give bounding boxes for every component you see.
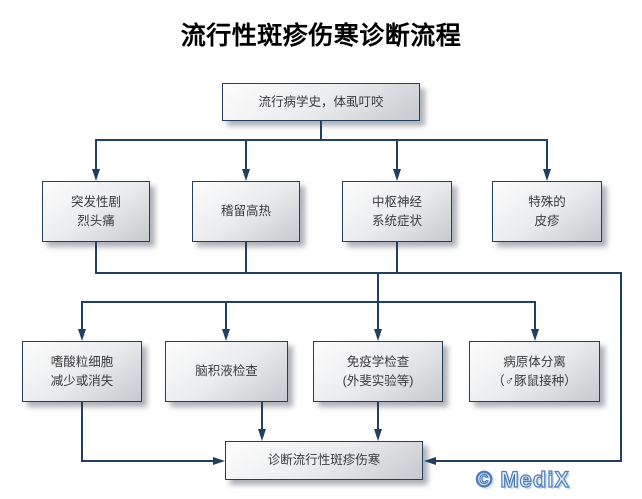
arrowhead-down-diagnosis-right-icon: [374, 429, 382, 441]
flow-node-eosinophil-label: 嗜酸粒细胞 减少或消失: [50, 354, 114, 388]
arrowhead-down-pathogen-icon: [531, 329, 539, 341]
arrowhead-down-csf-icon: [222, 329, 230, 341]
flow-node-headache: 突发性剧 烈头痛: [42, 181, 150, 242]
connector-rail1-drop-cns: [396, 139, 398, 170]
arrowhead-down-fever-icon: [242, 169, 250, 181]
flow-node-diagnosis: 诊断流行性斑疹伤寒: [225, 441, 423, 480]
flow-node-immunology-label: 免疫学检查 (外斐实验等): [342, 354, 414, 388]
connector-rail1-drop-fever: [245, 139, 247, 170]
connector-immunology-to-diagnosis: [377, 402, 379, 430]
connector-rail3-drop-eosinophil: [81, 301, 83, 330]
connector-rail1-drop-rash: [546, 139, 548, 170]
flow-node-rash: 特殊的 皮疹: [492, 181, 602, 242]
arrowhead-down-eosinophil-icon: [78, 329, 86, 341]
page-title: 流行性斑疹伤寒诊断流程: [180, 23, 462, 50]
arrowhead-down-immunology-icon: [374, 329, 382, 341]
connector-rail3-drop-csf: [225, 301, 227, 330]
connector-rail3-drop-pathogen: [534, 301, 536, 330]
connector-rail2: [95, 272, 622, 274]
arrowhead-right-diagnosis-icon: [213, 457, 225, 465]
flow-node-root-label: 流行病学史，体虱叮咬: [258, 94, 384, 109]
flow-node-diagnosis-label: 诊断流行性斑疹伤寒: [267, 453, 381, 468]
flow-node-headache-label: 突发性剧 烈头痛: [70, 194, 121, 228]
medix-watermark: © MediX: [475, 466, 571, 492]
connector-rail3-drop-immunology: [377, 301, 379, 330]
connector-rail2-to-rail3: [377, 272, 379, 303]
connector-rail1-drop-headache: [95, 139, 97, 170]
flow-node-csf: 脑积液检查: [165, 341, 288, 402]
flow-node-cns: 中枢神经 系统症状: [342, 181, 452, 242]
arrowhead-down-diagnosis-left-icon: [258, 429, 266, 441]
flow-node-eosinophil: 嗜酸粒细胞 减少或消失: [22, 341, 142, 402]
arrowhead-down-headache-icon: [92, 169, 100, 181]
connector-eosinophil-down: [81, 402, 83, 462]
arrowhead-down-cns-icon: [393, 169, 401, 181]
flow-node-pathogen: 病原体分离 （♂豚鼠接种）: [469, 341, 600, 402]
flow-node-fever: 稽留高热: [192, 181, 300, 242]
connector-right-wrap: [436, 460, 622, 462]
connector-cns-down: [396, 242, 398, 274]
flow-node-immunology: 免疫学检查 (外斐实验等): [313, 341, 443, 402]
connector-headache-down: [95, 242, 97, 274]
connector-rail1: [95, 139, 548, 141]
connector-csf-to-diagnosis: [261, 402, 263, 430]
arrowhead-left-diagnosis-icon: [424, 457, 436, 465]
flow-node-rash-label: 特殊的 皮疹: [528, 194, 566, 228]
flow-node-csf-label: 脑积液检查: [195, 364, 258, 379]
connector-right-wrap-down: [620, 272, 622, 462]
flow-node-root: 流行病学史，体虱叮咬: [222, 83, 420, 121]
connector-rail3: [81, 301, 536, 303]
connector-fever-down: [245, 242, 247, 274]
flow-node-cns-label: 中枢神经 系统症状: [371, 194, 422, 228]
connector-left-wrap: [81, 460, 213, 462]
connector-root-down: [320, 121, 322, 141]
flow-node-pathogen-label: 病原体分离 （♂豚鼠接种）: [492, 354, 577, 388]
flow-node-fever-label: 稽留高热: [220, 204, 271, 219]
arrowhead-down-rash-icon: [543, 169, 551, 181]
